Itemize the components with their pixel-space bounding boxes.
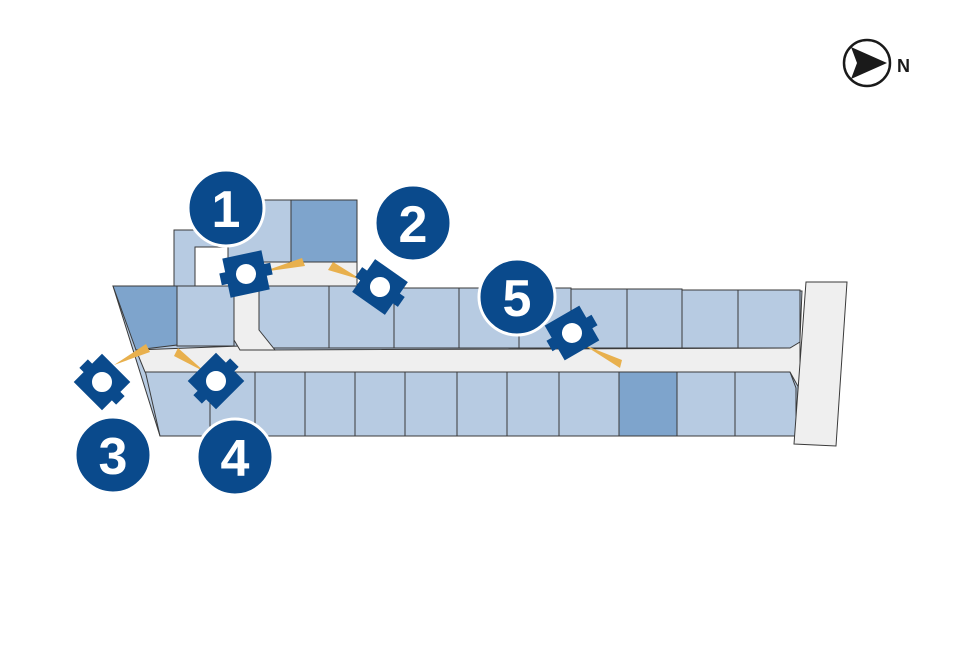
viewpoint-badge-1[interactable]: 1 (186, 168, 266, 248)
lot-bottom-3 (254, 371, 306, 437)
lot-top-11 (737, 289, 801, 349)
viewpoint-badge-2[interactable]: 2 (373, 183, 453, 263)
viewpoint-number: 4 (221, 430, 250, 488)
camera-marker-icon[interactable] (539, 303, 604, 364)
viewpoint-number: 3 (99, 428, 128, 486)
lot-top-10 (681, 289, 739, 349)
view-cone-2 (328, 262, 362, 280)
north-arrow-pointer (851, 47, 887, 79)
viewpoint-number: 1 (212, 181, 241, 239)
view-cone-5 (584, 345, 622, 368)
lot-top-9 (626, 288, 683, 349)
view-cone-4 (174, 348, 205, 372)
lot-bottom-6 (404, 371, 458, 437)
compass: N (842, 38, 910, 88)
lot-bottom-12 (734, 371, 797, 437)
camera-marker-icon[interactable] (347, 256, 413, 319)
view-cones (114, 258, 622, 372)
lot-bottom-11 (676, 371, 736, 437)
view-cone-3 (114, 344, 150, 365)
lot-top-2 (176, 285, 235, 347)
viewpoint-badge-4[interactable]: 4 (195, 417, 275, 497)
lot-bottom-10 (618, 371, 678, 437)
camera-marker-icon[interactable] (216, 249, 275, 299)
lot-bottom-7 (456, 371, 508, 437)
lot-top-3 (258, 285, 330, 349)
lot-bottom-4 (304, 371, 356, 437)
lot-bottom-5 (354, 371, 406, 437)
viewpoint-number: 2 (399, 196, 428, 254)
lot-top-5 (393, 287, 460, 349)
compass-north-label: N (897, 56, 910, 76)
viewpoint-number: 5 (503, 270, 532, 328)
east-strip (793, 281, 848, 447)
viewpoint-badge-5[interactable]: 5 (477, 257, 557, 337)
lot-bottom-8 (506, 371, 560, 437)
roads (135, 261, 848, 447)
view-cone-1 (262, 258, 305, 272)
lot-upper-b (290, 199, 358, 263)
viewpoint-badge-3[interactable]: 3 (73, 415, 153, 495)
viewpoint-badges[interactable]: 1 2 3 4 5 (73, 168, 557, 497)
lot-bottom-9 (558, 371, 620, 437)
